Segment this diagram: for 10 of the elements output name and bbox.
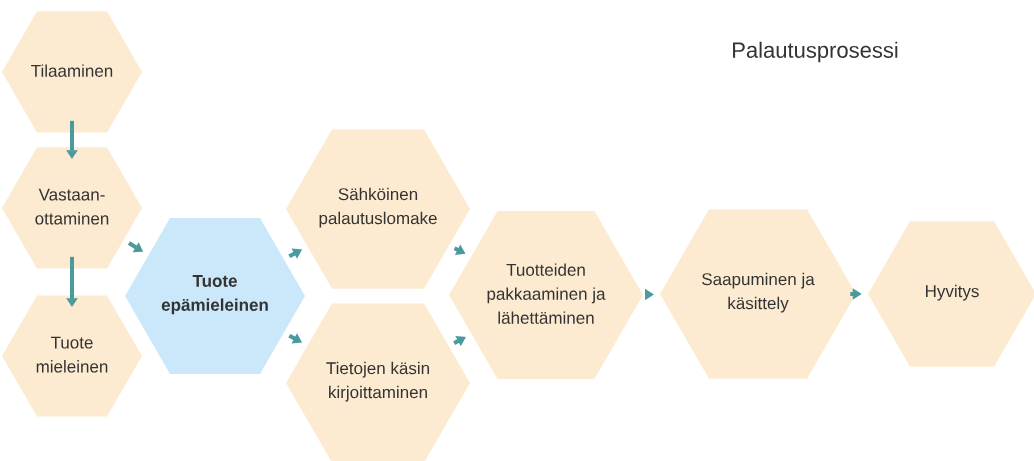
hexagon-box: Tuotteiden pakkaaminen ja lähettäminen — [449, 211, 643, 379]
hexagon-box: Tilaaminen — [2, 11, 142, 133]
hexagon-box: Vastaan- ottaminen — [2, 147, 142, 269]
diagram-title: Palautusprosessi — [733, 41, 898, 63]
hexagon-box: Hyvitys — [868, 221, 1034, 367]
hexagon-box: Tuote mieleinen — [2, 295, 142, 417]
hexagon-box: Saapuminen ja käsittely — [660, 209, 856, 379]
hexagon-box: Tietojen käsin kirjoittaminen — [286, 303, 470, 461]
hexagon-box: Sähköinen palautuslomake — [286, 129, 470, 289]
hexagon-box: Tuote epämieleinen — [125, 218, 305, 374]
